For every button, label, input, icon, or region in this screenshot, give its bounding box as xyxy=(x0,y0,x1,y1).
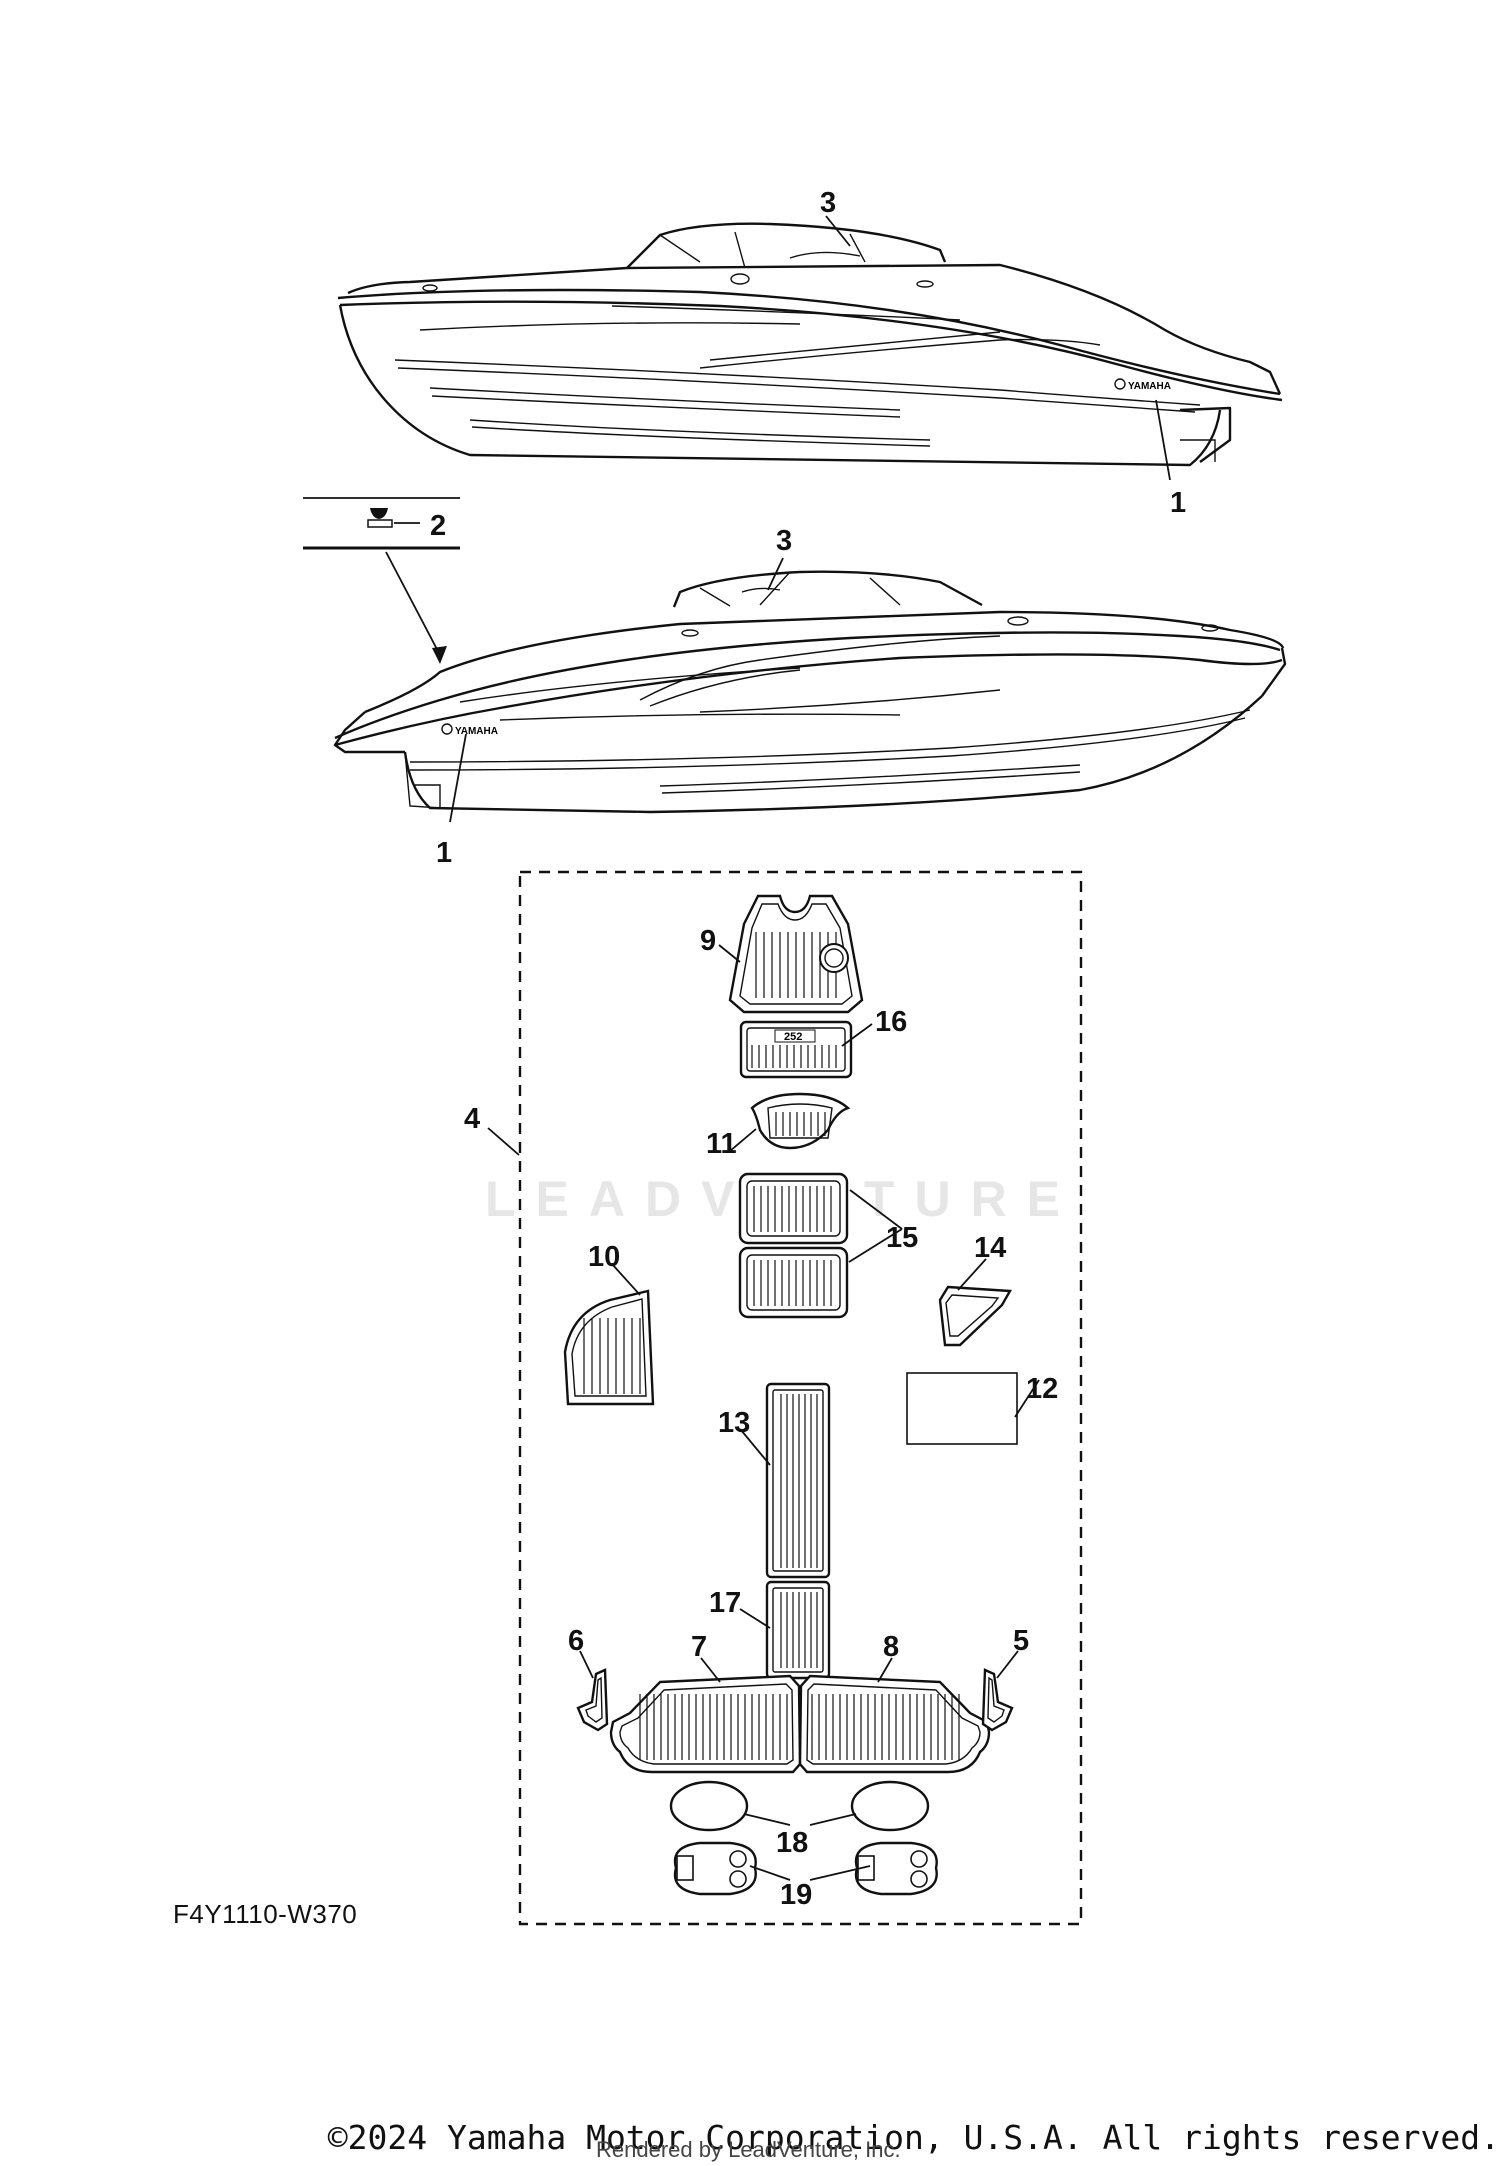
mat-16: 252 xyxy=(739,1020,853,1079)
rendered-by-notice: Rendered by LeadVenture, Inc. xyxy=(596,2137,901,2162)
callout-3-top: 3 xyxy=(820,187,836,219)
pad-19-left xyxy=(673,1841,757,1896)
callout-16: 16 xyxy=(875,1006,907,1038)
pad-18-left xyxy=(669,1780,749,1832)
pad-18-right xyxy=(850,1780,930,1832)
callout-9: 9 xyxy=(700,925,716,957)
boat-starboard-view: YAMAHA xyxy=(337,222,1283,467)
callout-4: 4 xyxy=(464,1103,480,1135)
leader-lines xyxy=(449,215,1171,1881)
mat-17 xyxy=(765,1580,831,1680)
pad-6 xyxy=(576,1668,609,1732)
mat-10 xyxy=(563,1289,655,1406)
callout-2: 2 xyxy=(430,510,446,542)
callout-13: 13 xyxy=(718,1407,750,1439)
callout-6: 6 xyxy=(568,1625,584,1657)
mat-11 xyxy=(750,1092,851,1150)
callout-1-top: 1 xyxy=(1170,487,1186,519)
pad-19-right xyxy=(854,1841,938,1896)
boat-port-view: YAMAHA xyxy=(333,570,1287,814)
callout-10: 10 xyxy=(588,1241,620,1273)
mat-13 xyxy=(765,1382,831,1579)
mat-8 xyxy=(798,1674,991,1774)
mat-15a xyxy=(738,1172,849,1245)
yamaha-decal-text: YAMAHA xyxy=(1128,381,1171,392)
callout-7: 7 xyxy=(691,1631,707,1663)
mat-7 xyxy=(609,1674,802,1774)
mat-15b xyxy=(738,1246,849,1319)
copyright-notice: ©2024 Yamaha Motor Corporation, U.S.A. A… xyxy=(327,2118,1500,2157)
callout-19: 19 xyxy=(780,1879,812,1911)
callout-14: 14 xyxy=(974,1232,1006,1264)
callout-12: 12 xyxy=(1026,1373,1058,1405)
callout-1-bottom: 1 xyxy=(436,837,452,869)
callout-3-bottom: 3 xyxy=(776,525,792,557)
mat-9 xyxy=(728,894,864,1014)
callout-15: 15 xyxy=(886,1222,918,1254)
callout-17: 17 xyxy=(709,1587,741,1619)
badge-detail-inset xyxy=(303,497,460,664)
tile-252-text: 252 xyxy=(784,1031,802,1043)
callout-11: 11 xyxy=(706,1128,737,1160)
pad-5 xyxy=(981,1668,1014,1732)
mat-14 xyxy=(938,1285,1012,1347)
diagram-code: F4Y1110-W370 xyxy=(173,1899,358,1929)
callout-8: 8 xyxy=(883,1631,899,1663)
callout-18: 18 xyxy=(776,1827,808,1859)
yamaha-decal-text-port: YAMAHA xyxy=(455,726,498,737)
part-12-sheet xyxy=(906,1372,1018,1445)
mat-kit-box xyxy=(518,870,1083,1926)
callout-5: 5 xyxy=(1013,1625,1029,1657)
